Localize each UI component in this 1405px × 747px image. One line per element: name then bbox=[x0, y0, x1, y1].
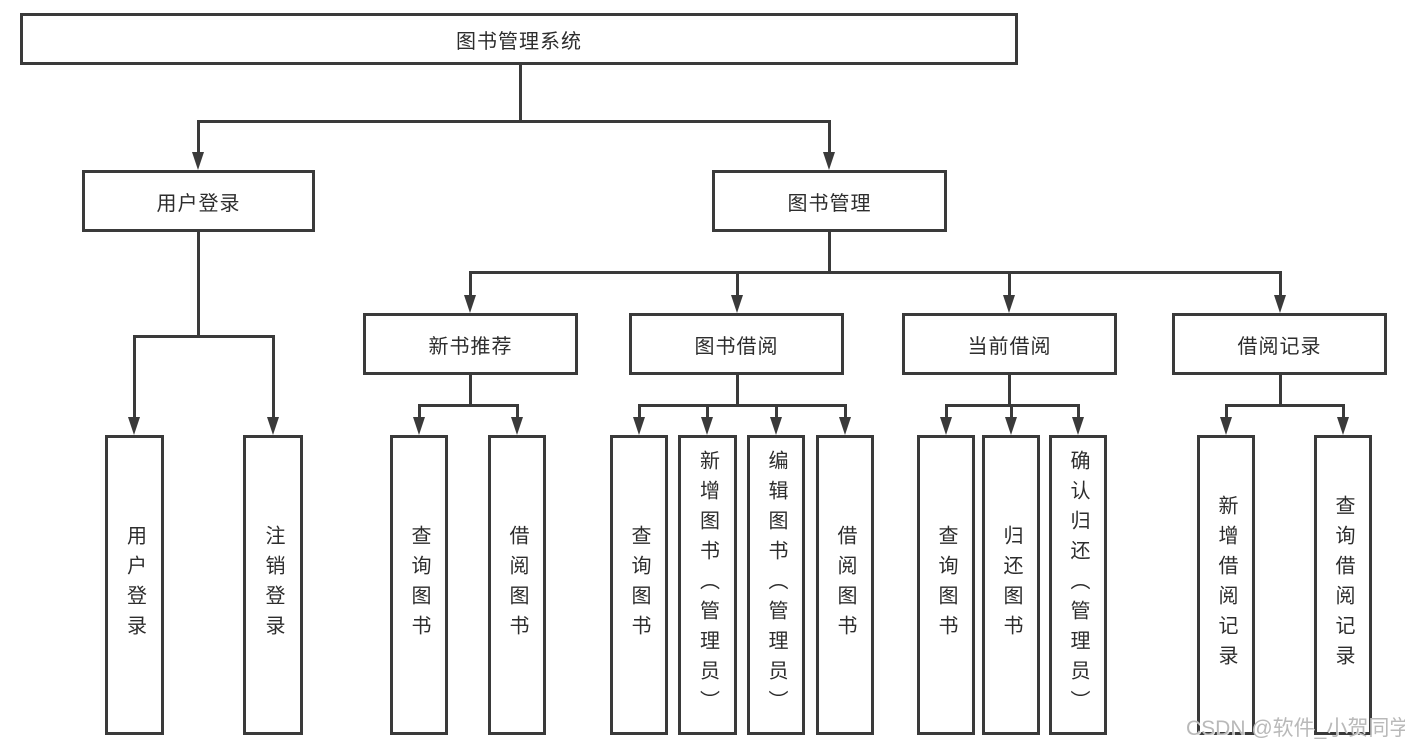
connector-line bbox=[1008, 271, 1011, 296]
node-current-borrowing: 当前借阅 bbox=[902, 313, 1117, 375]
arrow-down-icon bbox=[770, 417, 782, 435]
leaf-label: 查询借阅记录 bbox=[1332, 495, 1354, 675]
connector-line bbox=[1008, 375, 1011, 407]
connector-line bbox=[133, 335, 136, 418]
node-label: 图书管理系统 bbox=[456, 30, 582, 53]
leaf-label: 确认归还（管理员） bbox=[1067, 450, 1089, 720]
arrow-down-icon bbox=[128, 417, 140, 435]
connector-line bbox=[418, 404, 421, 418]
node-user-login: 用户登录 bbox=[82, 170, 315, 232]
leaf-label: 查询图书 bbox=[628, 525, 650, 645]
leaf-label: 查询图书 bbox=[408, 525, 430, 645]
connector-line bbox=[197, 232, 200, 338]
arrow-down-icon bbox=[940, 417, 952, 435]
node-root-library-system: 图书管理系统 bbox=[20, 13, 1018, 65]
connector-line bbox=[272, 335, 275, 418]
connector-line bbox=[1279, 271, 1282, 296]
leaf-user-login: 用户登录 bbox=[105, 435, 164, 735]
node-new-book-recommend: 新书推荐 bbox=[363, 313, 578, 375]
leaf-label: 注销登录 bbox=[262, 525, 284, 645]
arrow-down-icon bbox=[823, 152, 835, 170]
arrow-down-icon bbox=[731, 295, 743, 313]
leaf-query-books-current: 查询图书 bbox=[917, 435, 975, 735]
connector-line bbox=[736, 271, 739, 296]
node-label: 图书管理 bbox=[787, 192, 872, 215]
connector-line bbox=[469, 271, 472, 296]
leaf-edit-book-admin: 编辑图书（管理员） bbox=[747, 435, 805, 735]
node-label: 新书推荐 bbox=[428, 335, 513, 358]
connector-line bbox=[945, 404, 948, 418]
connector-line bbox=[638, 404, 641, 418]
node-label: 当前借阅 bbox=[967, 335, 1052, 358]
arrow-down-icon bbox=[839, 417, 851, 435]
leaf-borrow-books-recommend: 借阅图书 bbox=[488, 435, 546, 735]
leaf-label: 新增借阅记录 bbox=[1215, 495, 1237, 675]
arrow-down-icon bbox=[1003, 295, 1015, 313]
arrow-down-icon bbox=[192, 152, 204, 170]
connector-line bbox=[469, 271, 1282, 274]
connector-line bbox=[828, 120, 831, 153]
arrow-down-icon bbox=[1005, 417, 1017, 435]
connector-line bbox=[1279, 375, 1282, 407]
leaf-query-books-recommend: 查询图书 bbox=[390, 435, 448, 735]
leaf-query-borrow-record: 查询借阅记录 bbox=[1314, 435, 1372, 735]
leaf-label: 用户登录 bbox=[123, 525, 146, 645]
arrow-down-icon bbox=[1072, 417, 1084, 435]
node-book-management: 图书管理 bbox=[712, 170, 947, 232]
arrow-down-icon bbox=[1220, 417, 1232, 435]
connector-line bbox=[706, 404, 709, 418]
connector-line bbox=[736, 375, 739, 407]
arrow-down-icon bbox=[701, 417, 713, 435]
leaf-borrow-books-borrowing: 借阅图书 bbox=[816, 435, 874, 735]
connector-line bbox=[775, 404, 778, 418]
arrow-down-icon bbox=[413, 417, 425, 435]
connector-line bbox=[133, 335, 275, 338]
leaf-label: 借阅图书 bbox=[834, 525, 856, 645]
arrow-down-icon bbox=[511, 417, 523, 435]
leaf-add-borrow-record: 新增借阅记录 bbox=[1197, 435, 1255, 735]
node-borrow-records: 借阅记录 bbox=[1172, 313, 1387, 375]
connector-line bbox=[1225, 404, 1228, 418]
connector-line bbox=[519, 65, 522, 123]
connector-line bbox=[1010, 404, 1013, 418]
arrow-down-icon bbox=[267, 417, 279, 435]
connector-line bbox=[469, 375, 472, 407]
node-label: 借阅记录 bbox=[1237, 335, 1322, 358]
connector-line bbox=[197, 120, 831, 123]
node-label: 图书借阅 bbox=[694, 335, 779, 358]
leaf-label: 归还图书 bbox=[1000, 525, 1022, 645]
connector-line bbox=[197, 120, 200, 153]
leaf-return-book: 归还图书 bbox=[982, 435, 1040, 735]
leaf-label: 查询图书 bbox=[935, 525, 957, 645]
leaf-label: 新增图书（管理员） bbox=[696, 450, 719, 720]
connector-line bbox=[516, 404, 519, 418]
leaf-label: 编辑图书（管理员） bbox=[765, 450, 787, 720]
arrow-down-icon bbox=[633, 417, 645, 435]
node-label: 用户登录 bbox=[156, 192, 241, 215]
connector-line bbox=[844, 404, 847, 418]
connector-line bbox=[418, 404, 519, 407]
connector-line bbox=[1342, 404, 1345, 418]
arrow-down-icon bbox=[1337, 417, 1349, 435]
arrow-down-icon bbox=[464, 295, 476, 313]
leaf-query-books-borrowing: 查询图书 bbox=[610, 435, 668, 735]
connector-line bbox=[1077, 404, 1080, 418]
connector-line bbox=[828, 232, 831, 274]
arrow-down-icon bbox=[1274, 295, 1286, 313]
leaf-logout: 注销登录 bbox=[243, 435, 303, 735]
connector-line bbox=[638, 404, 847, 407]
connector-line bbox=[1225, 404, 1345, 407]
csdn-watermark: CSDN @软件_小贺同学 bbox=[1186, 717, 1405, 740]
leaf-add-book-admin: 新增图书（管理员） bbox=[678, 435, 737, 735]
leaf-label: 借阅图书 bbox=[506, 525, 528, 645]
leaf-confirm-return-admin: 确认归还（管理员） bbox=[1049, 435, 1107, 735]
node-book-borrowing: 图书借阅 bbox=[629, 313, 844, 375]
